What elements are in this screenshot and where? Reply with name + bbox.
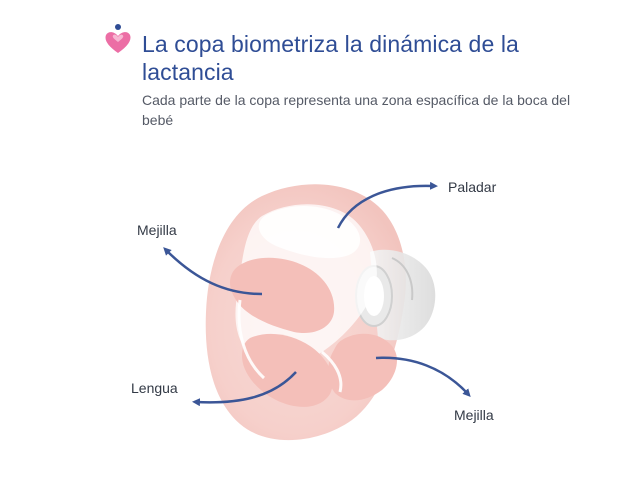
page-subtitle: Cada parte de la copa representa una zon… <box>142 92 571 128</box>
arrow-mejilla-left <box>163 247 263 296</box>
label-mejilla-left: Mejilla <box>137 222 177 238</box>
cheek-pad-left <box>230 257 335 334</box>
palate-zone <box>258 205 361 259</box>
label-paladar: Paladar <box>448 179 497 195</box>
cheek-pad-right <box>328 333 397 401</box>
label-lengua: Lengua <box>131 380 178 396</box>
arrow-mejilla-right <box>375 356 471 397</box>
tongue-zone <box>242 333 333 407</box>
arrow-paladar <box>336 181 438 229</box>
heart-logo-icon <box>105 24 131 53</box>
label-mejilla-right: Mejilla <box>454 407 494 423</box>
arrow-lengua <box>192 371 297 407</box>
page-title: La copa biometriza la dinámica de la lac… <box>142 31 519 85</box>
